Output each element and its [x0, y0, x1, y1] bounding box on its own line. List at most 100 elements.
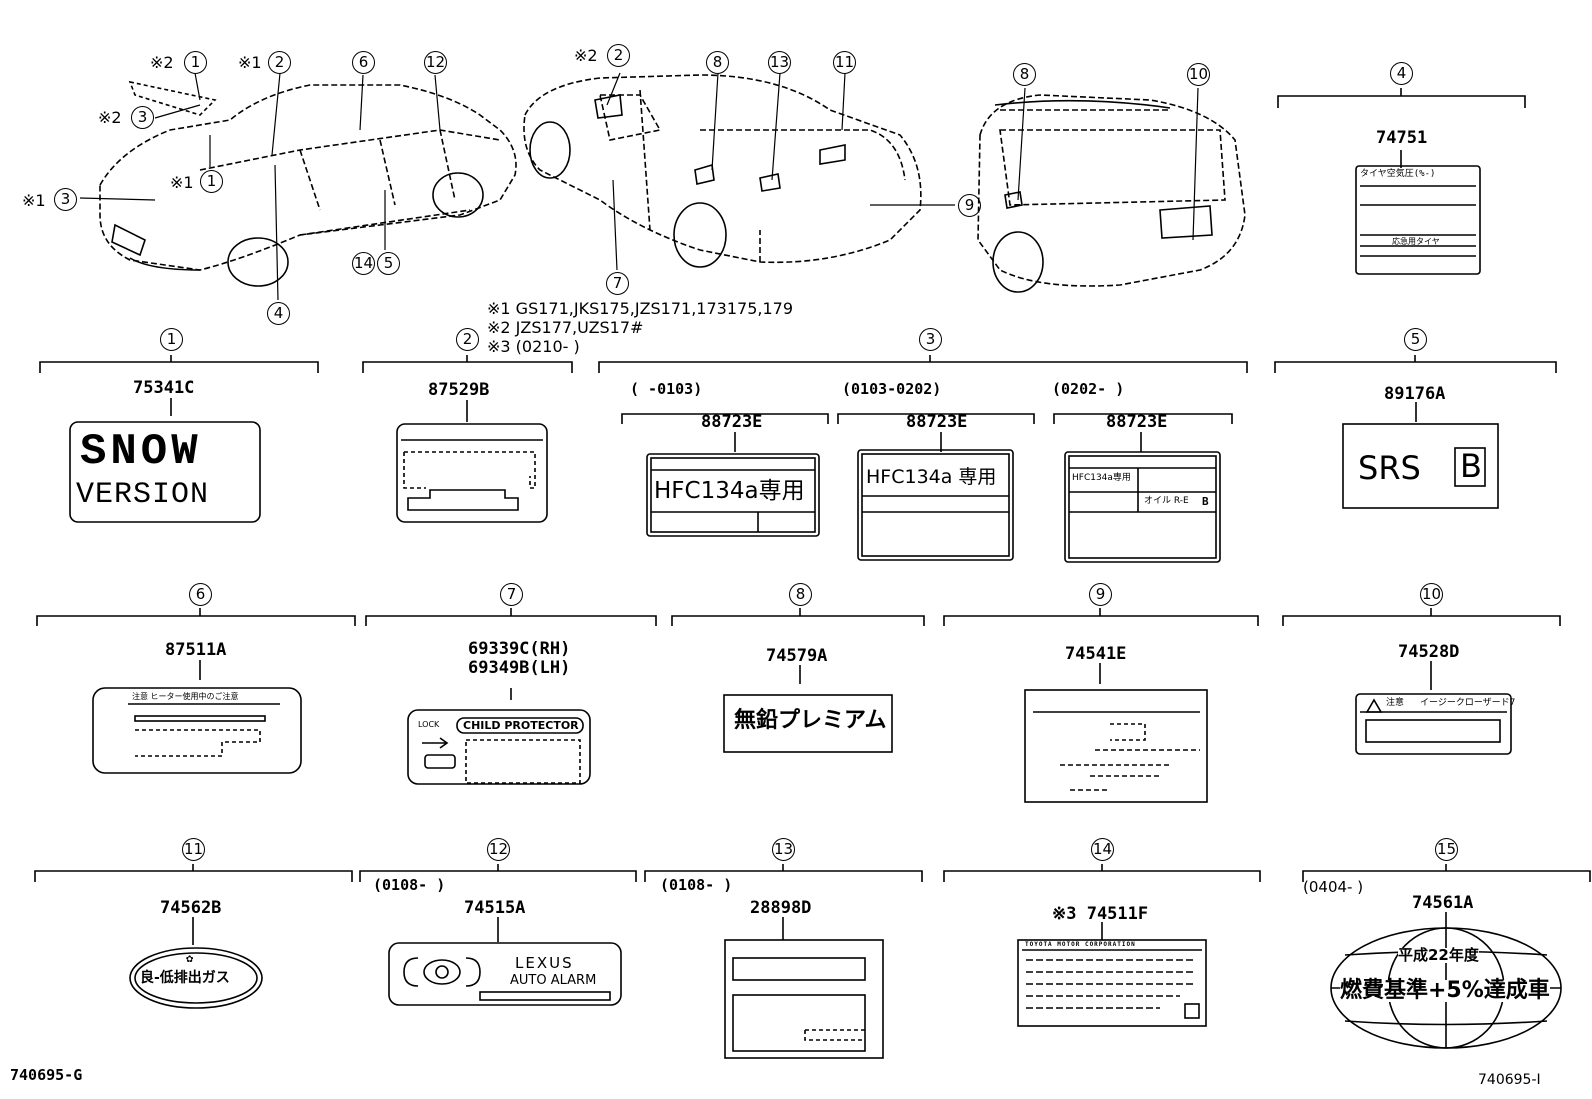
- part-number-14: ※3 74511F: [1052, 904, 1149, 924]
- footer-left-code: 740695-G: [10, 1066, 83, 1084]
- part-number-9: 74541E: [1065, 644, 1127, 664]
- label-74562B-inner: [134, 952, 258, 1004]
- label-74579A-frame: [723, 694, 893, 753]
- section-5-circle: 5: [1404, 328, 1427, 351]
- leader-lines: [79, 72, 1199, 301]
- callout-9: 9: [958, 194, 981, 217]
- oil-text: オイル R-E: [1144, 496, 1189, 506]
- callout-3: 3: [131, 106, 154, 129]
- footer-right-code: 740695-I: [1478, 1072, 1541, 1088]
- part-number-13: 28898D: [750, 898, 812, 918]
- caution-6-text: 注意 ヒーター使用中のご注意: [132, 692, 239, 701]
- srs-b-text: B: [1460, 447, 1482, 485]
- callout-13: 13: [768, 51, 791, 74]
- section-11-circle: 11: [182, 838, 205, 861]
- part-number-4: 74751: [1376, 128, 1428, 148]
- tire-label-bottom: 応急用タイヤ: [1392, 237, 1440, 246]
- section-12-circle: 12: [487, 838, 510, 861]
- part-number-10: 74528D: [1398, 642, 1460, 662]
- section-13-circle: 13: [772, 838, 795, 861]
- part-number-7-rh: 69339C(RH): [468, 639, 571, 659]
- label-74541E-drawing: [1024, 689, 1208, 803]
- car-sedan-front-solid: [111, 80, 484, 287]
- section-9-circle: 9: [1089, 583, 1112, 606]
- section-6-circle: 6: [189, 583, 212, 606]
- callout-star2-c: ※2: [574, 46, 598, 65]
- car-sedan-front-drawing: [99, 84, 517, 271]
- callout-12: 12: [424, 51, 447, 74]
- section-14-circle: 14: [1091, 838, 1114, 861]
- label-88723E-c-drawing: [1064, 451, 1221, 563]
- unleaded-text: 無鉛プレミアム: [734, 708, 887, 733]
- section-8-circle: 8: [789, 583, 812, 606]
- caution-10b-text: イージークローザード7: [1420, 698, 1516, 708]
- callout-5: 5: [377, 252, 400, 275]
- note-3: ※3 (0210- ): [487, 337, 580, 356]
- range-15: (0404- ): [1303, 878, 1364, 896]
- callout-7: 7: [606, 272, 629, 295]
- low-emission-text: 良-低排出ガス: [140, 970, 230, 986]
- section-4-circle: 4: [1390, 62, 1413, 85]
- part-number-12: 74515A: [464, 898, 526, 918]
- callout-star2-b: ※2: [98, 108, 122, 127]
- label-87511A-drawing: [92, 687, 302, 774]
- snow-text: SNOW: [80, 427, 202, 477]
- oil-b-text: B: [1202, 495, 1209, 508]
- range-12: (0108- ): [373, 876, 446, 894]
- heisei-text: 平成22年度: [1398, 946, 1479, 964]
- part-number-3a: 88723E: [701, 412, 763, 432]
- hfc-text-b: HFC134a 専用: [866, 466, 997, 488]
- section-7-circle: 7: [500, 583, 523, 606]
- hfc-text-c: HFC134a専用: [1072, 473, 1131, 483]
- label-child-protector-drawing: [407, 709, 591, 785]
- version-text: VERSION: [76, 478, 210, 512]
- range-3b: (0103-0202): [842, 380, 942, 398]
- srs-text: SRS: [1358, 449, 1421, 487]
- car-wagon-rear-drawing: [977, 94, 1246, 287]
- range-3a: ( -0103): [630, 380, 703, 398]
- car-sedan-rear-drawing: [523, 74, 922, 264]
- note-2: ※2 JZS177,UZS17#: [487, 318, 644, 337]
- range-3c: (0202- ): [1052, 380, 1125, 398]
- callout-1-b: 1: [200, 170, 223, 193]
- lexus-text: LEXUS: [515, 954, 574, 972]
- car-sedan-rear-solid: [529, 94, 846, 268]
- callout-11: 11: [833, 51, 856, 74]
- callout-8-b: 8: [1013, 63, 1036, 86]
- callout-star2: ※2: [150, 53, 174, 72]
- auto-alarm-text: AUTO ALARM: [510, 973, 597, 988]
- toyota-corp-text: TOYOTA MOTOR CORPORATION: [1025, 941, 1136, 948]
- range-13: (0108- ): [660, 876, 733, 894]
- hfc-text-a: HFC134a専用: [654, 478, 805, 504]
- part-number-11: 74562B: [160, 898, 222, 918]
- callout-10: 10: [1187, 63, 1210, 86]
- callout-6: 6: [352, 51, 375, 74]
- car-wagon-rear-solid: [992, 99, 1213, 293]
- part-number-7-lh: 69349B(LH): [468, 658, 571, 678]
- callout-8: 8: [706, 51, 729, 74]
- label-74751-drawing: [1355, 165, 1481, 275]
- section-1-circle: 1: [160, 328, 183, 351]
- label-28898D-drawing: [724, 939, 884, 1059]
- caution-10-text: 注意: [1386, 698, 1405, 708]
- section-brackets: [34, 88, 1591, 945]
- label-88723E-a-drawing: [646, 453, 820, 537]
- part-number-2: 87529B: [428, 380, 490, 400]
- section-10-circle: 10: [1420, 583, 1443, 606]
- part-number-5: 89176A: [1384, 384, 1446, 404]
- part-number-8: 74579A: [766, 646, 828, 666]
- callout-star1: ※1: [238, 53, 262, 72]
- callout-14: 14: [352, 252, 375, 275]
- label-89176A-drawing: [1342, 423, 1499, 509]
- callout-star1-c: ※1: [22, 191, 46, 210]
- callout-3-b: 3: [54, 188, 77, 211]
- part-number-1: 75341C: [133, 378, 195, 398]
- fuel-standard-text: 燃費基準+5%達成車: [1340, 978, 1550, 1003]
- label-74515A-drawing: [388, 942, 622, 1006]
- callout-star1-b: ※1: [170, 173, 194, 192]
- note-1: ※1 GS171,JKS175,JZS171,173175,179: [487, 299, 794, 318]
- part-number-15: 74561A: [1412, 893, 1474, 913]
- label-74528D-drawing: [1355, 693, 1512, 755]
- callout-4: 4: [267, 302, 290, 325]
